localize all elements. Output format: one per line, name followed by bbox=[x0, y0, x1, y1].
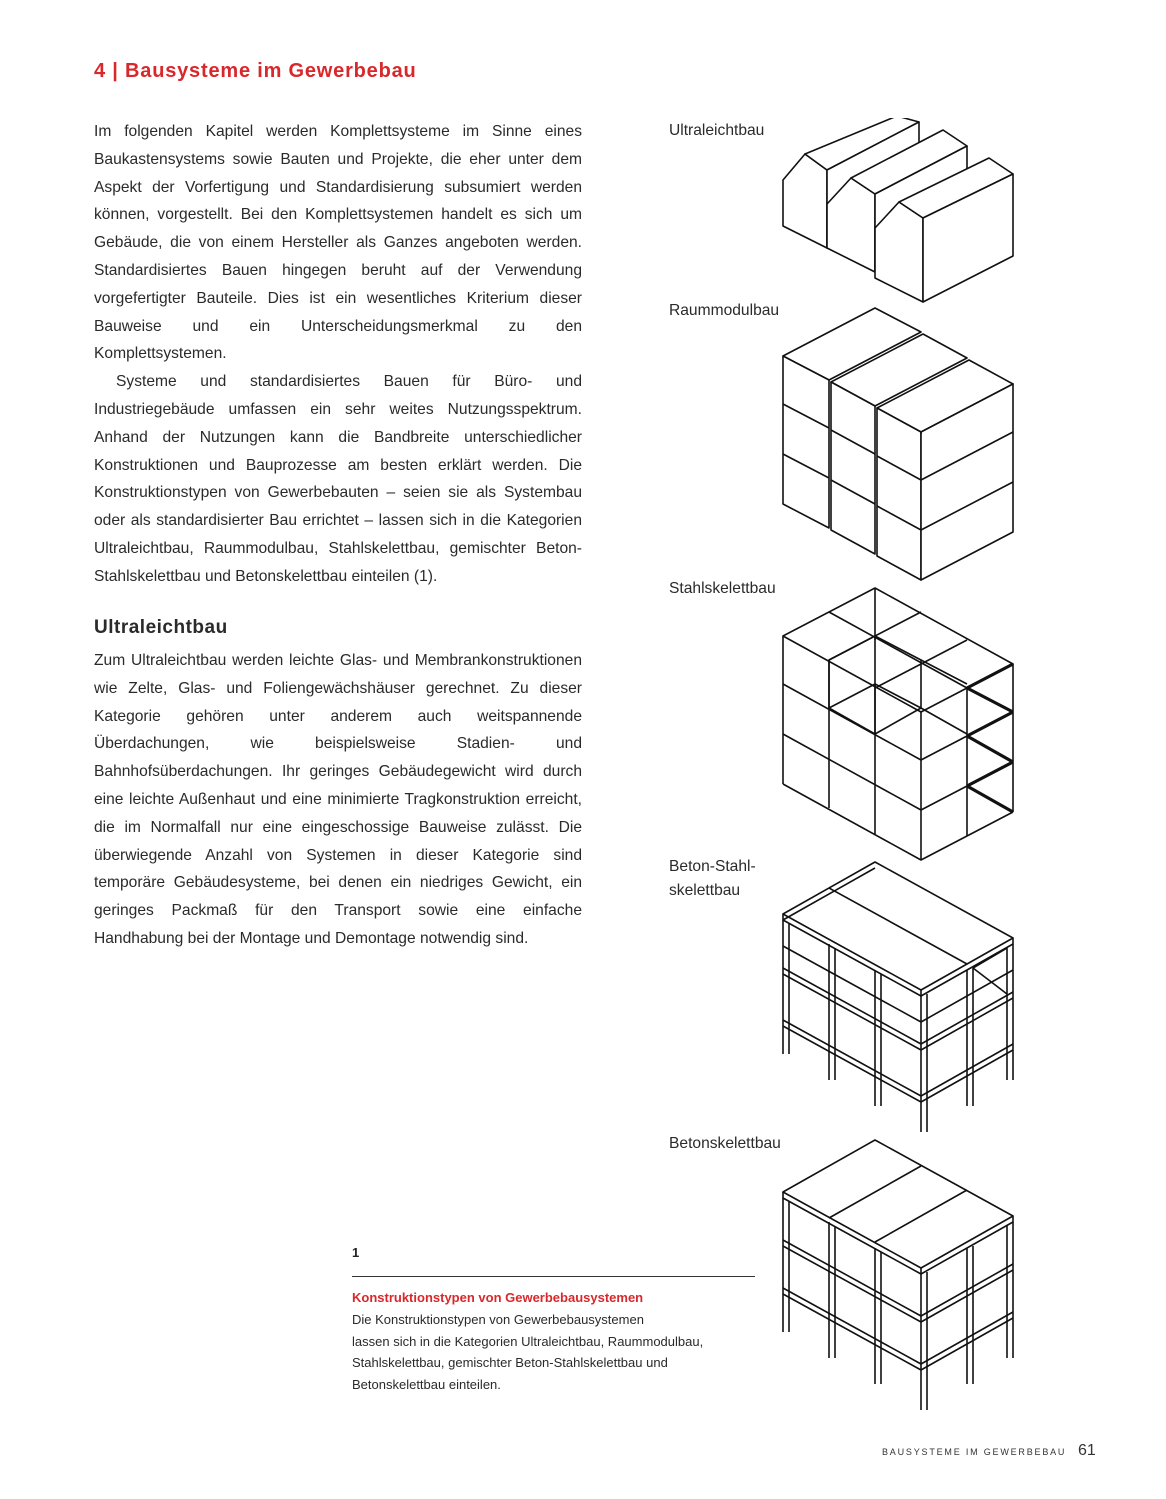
hall-front bbox=[874, 157, 1014, 303]
section-paragraph: Zum Ultraleichtbau werden leichte Glas- … bbox=[94, 652, 582, 947]
label-ultraleichtbau: Ultraleichtbau bbox=[669, 122, 765, 139]
caption-line: lassen sich in die Kategorien Ultraleich… bbox=[352, 1333, 704, 1349]
intro-text: Im folgenden Kapitel werden Komplettsyst… bbox=[94, 118, 582, 591]
module-stack bbox=[782, 307, 1014, 581]
ultraleichtbau-drawing bbox=[782, 118, 1014, 303]
steel-frame bbox=[782, 587, 1014, 861]
cross-bracing bbox=[966, 662, 1014, 814]
concrete-frame bbox=[782, 1139, 1014, 1410]
beton-stahlskelettbau-drawing bbox=[782, 861, 1014, 1132]
caption-divider bbox=[352, 1276, 755, 1277]
chapter-title: 4 | Bausysteme im Gewerbebau bbox=[94, 60, 417, 82]
raummodulbau-drawing bbox=[782, 307, 1014, 581]
label-betonskelettbau: Betonskelettbau bbox=[669, 1135, 781, 1152]
betonskelettbau-drawing bbox=[782, 1139, 1014, 1410]
caption-title: Konstruktionstypen von Gewerbebausysteme… bbox=[352, 1290, 644, 1305]
mixed-frame bbox=[782, 861, 1014, 1132]
label-beton-stahlskelettbau: Beton-Stahl- skelettbau bbox=[669, 855, 756, 903]
caption-line: Betonskelettbau einteilen. bbox=[352, 1376, 501, 1392]
label-beton-stahl-line2: skelettbau bbox=[669, 882, 741, 899]
section-heading: Ultraleichtbau bbox=[94, 617, 228, 638]
intro-paragraph-2: Systeme und standardisiertes Bauen für B… bbox=[94, 373, 582, 585]
page-number: 61 bbox=[1078, 1442, 1096, 1459]
label-raummodulbau: Raummodulbau bbox=[669, 302, 780, 319]
caption-line: Die Konstruktionstypen von Gewerbebausys… bbox=[352, 1312, 644, 1327]
figure-number: 1 bbox=[352, 1245, 360, 1260]
intro-paragraph-1: Im folgenden Kapitel werden Komplettsyst… bbox=[94, 123, 582, 363]
stahlskelettbau-drawing bbox=[782, 587, 1014, 861]
caption-text: Die Konstruktionstypen von Gewerbebausys… bbox=[352, 1309, 752, 1395]
label-stahlskelettbau: Stahlskelettbau bbox=[669, 580, 776, 597]
running-head: BAUSYSTEME IM GEWERBEBAU bbox=[882, 1447, 1067, 1457]
section-text: Zum Ultraleichtbau werden leichte Glas- … bbox=[94, 647, 582, 953]
caption-line: Stahlskelettbau, gemischter Beton-Stahls… bbox=[352, 1355, 668, 1370]
label-beton-stahl-line1: Beton-Stahl- bbox=[669, 858, 756, 875]
